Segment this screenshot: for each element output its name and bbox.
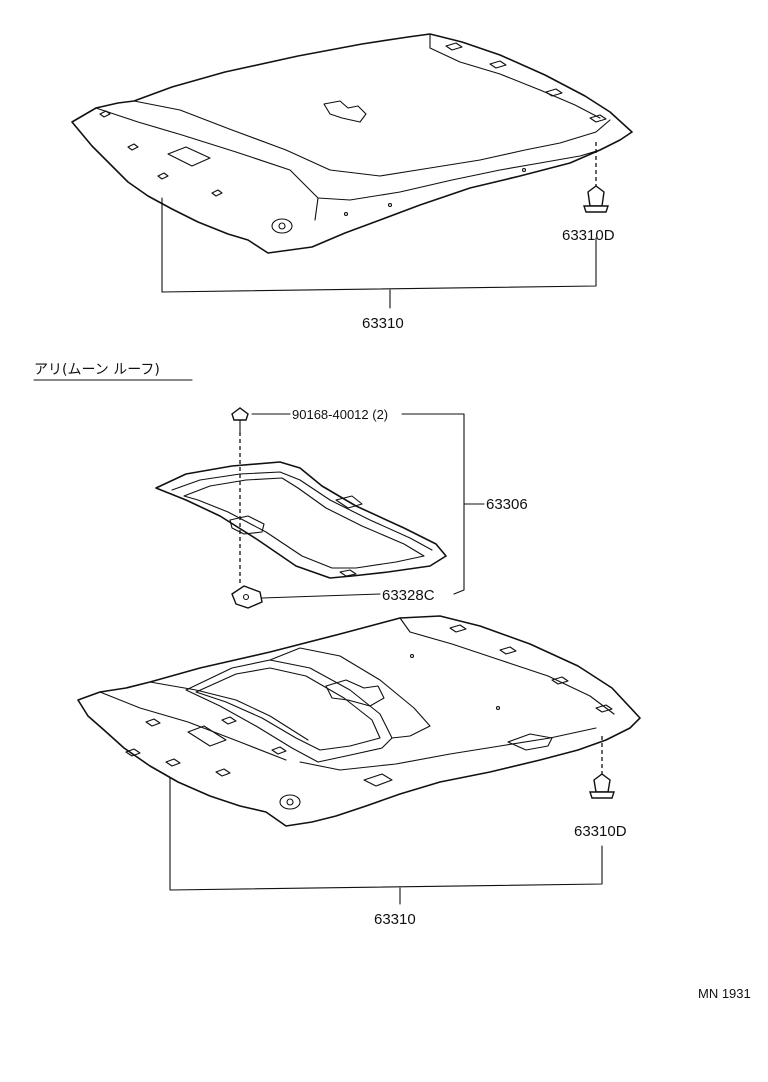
- upper-clip-label: 63310D: [562, 227, 615, 244]
- section-heading: アリ(ムーン ルーフ): [34, 362, 160, 378]
- lower-clip-label: 63310D: [574, 823, 627, 840]
- diagram-code: MN 1931: [698, 986, 751, 1001]
- holder-label: 63328C: [382, 587, 435, 604]
- upper-leader: [161, 197, 597, 309]
- screw-label: 90168-40012 (2): [292, 407, 388, 422]
- lower-leader: [169, 777, 603, 905]
- upper-clip-part: [583, 142, 609, 213]
- sunroof-frame: [155, 461, 447, 579]
- upper-headliner: [71, 33, 633, 254]
- upper-headliner-label: 63310: [362, 315, 404, 332]
- sunshade-label: 63306: [486, 496, 528, 513]
- sunshade-leaders: [251, 413, 485, 599]
- lower-headliner: [77, 615, 641, 827]
- screw-part: [231, 407, 249, 586]
- lower-clip-part: [589, 736, 615, 799]
- lower-headliner-label: 63310: [374, 911, 416, 928]
- holder-part: [231, 585, 263, 609]
